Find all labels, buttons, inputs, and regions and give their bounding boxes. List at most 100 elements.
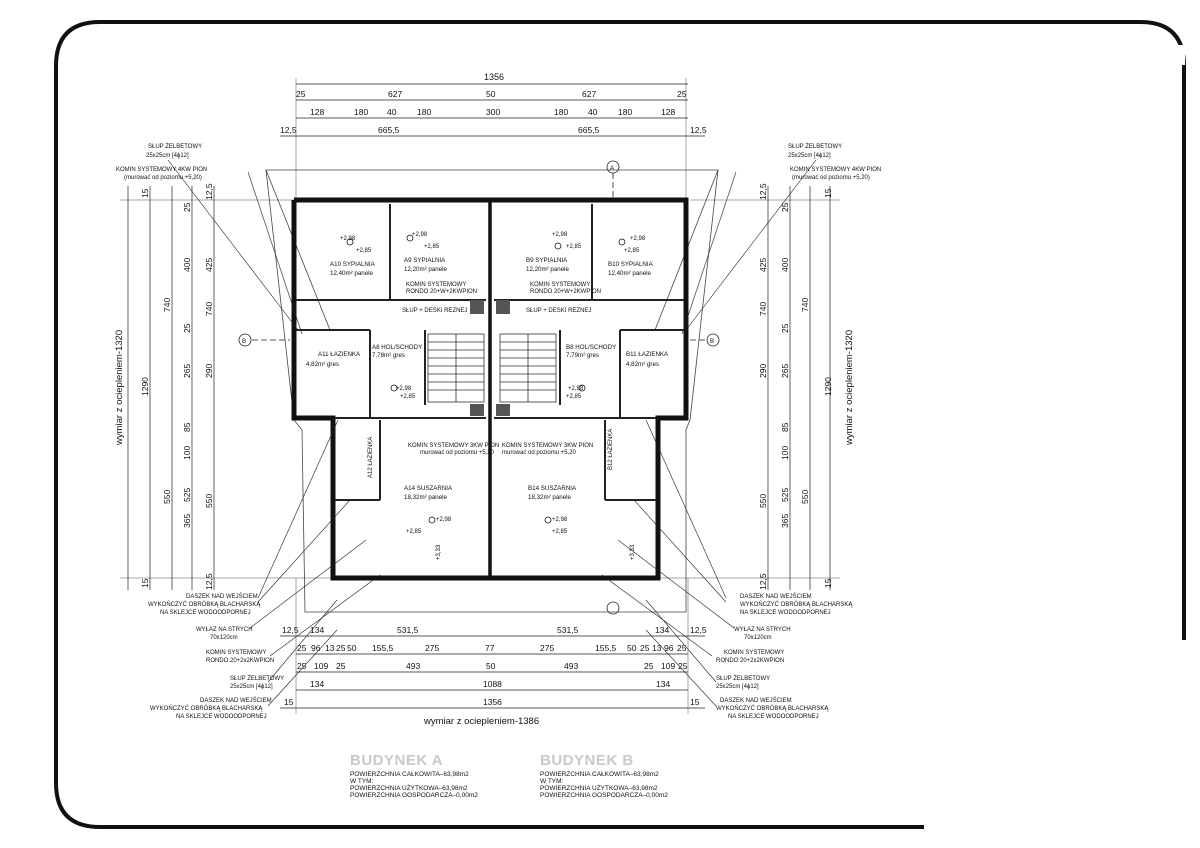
dim-right-outer-0: 15 [823, 188, 833, 198]
note-komin-tl-1: KOMIN SYSTEMOWY 4KW PION [116, 167, 207, 173]
dim-bot-r2-12: 13 [652, 643, 662, 653]
note-komin-tl-2: (murować od poziomu +5,20) [124, 175, 202, 181]
level-a8-285: +2,85 [400, 394, 416, 400]
room-b10-name: B10 SYPIALNIA [608, 261, 654, 268]
budynek-a-usable: POWIERZCHNIA UŻYTKOWA–63,98m2 [350, 783, 468, 792]
room-b11-name: B11 ŁAZIENKA [626, 351, 669, 358]
level-b10-285: +2,85 [624, 248, 640, 254]
note-slup-tl-1: SŁUP ŻELBETOWY [148, 143, 202, 150]
dim-bot-r4-1: 1088 [483, 679, 502, 689]
room-b12-name: B12 ŁAZIENKA [608, 429, 614, 470]
dim-left-mid-4: 550 [204, 494, 214, 508]
note-slup-tr-1: SŁUP ŻELBETOWY [788, 143, 842, 150]
dim-bot-r2-10: 50 [627, 643, 637, 653]
room-b11-area: 4,82m² gres [626, 361, 659, 368]
dim-left-outer-0: 15 [140, 188, 150, 198]
dim-right-mid-4: 550 [758, 494, 768, 508]
dim-bot-r2-11: 25 [640, 643, 650, 653]
komin-rondo-b-1: KOMIN SYSTEMOWY [530, 282, 590, 288]
note-wylaz-l-2: 70x120cm [210, 635, 238, 641]
dim-bot-r1-0: 12,5 [282, 625, 299, 635]
note-wylaz-r-2: 70x120cm [744, 635, 772, 641]
level-b14-285: +2,85 [552, 529, 568, 535]
dim-left-outer-3: 550 [162, 490, 172, 504]
section-marker-a-top: A [610, 165, 615, 172]
dim-right-mid-1: 425 [758, 258, 768, 272]
dim-top-r3-0: 12,5 [280, 125, 297, 135]
dim-top-r1-4: 25 [677, 89, 687, 99]
dim-left-mid-5: 525 [182, 488, 192, 502]
budynek-b-title: BUDYNEK B [540, 752, 634, 769]
room-b10-area: 12,40m² panele [608, 270, 652, 277]
note-slup-bl-2: 25x25cm [4ɸ12] [230, 684, 273, 690]
dim-left-inner-6: 365 [182, 514, 192, 528]
stairs-label-b: SŁUP + DESKI REZNEJ [526, 308, 591, 314]
dim-top-r3-1: 665,5 [378, 125, 400, 135]
dim-top-r1-1: 627 [388, 89, 402, 99]
note-komin-bl-2: RONDO 20+2x2KWPION [206, 658, 274, 664]
dim-bot-insulated: wymiar z ociepleniem-1386 [423, 716, 539, 727]
komin-3kw-b-1: KOMIN SYSTEMOWY 3KW PION [502, 443, 593, 449]
dim-bot-r2-2: 13 [325, 643, 335, 653]
komin-rondo-a-1: KOMIN SYSTEMOWY [406, 282, 466, 288]
room-a10-name: A10 SYPIALNIA [330, 261, 376, 268]
dim-top-r2-4: 300 [486, 107, 500, 117]
dim-left-inner-2: 25 [182, 323, 192, 333]
stairs-b [499, 333, 557, 403]
room-a9-area: 12,20m² panele [404, 266, 448, 273]
dim-right-mid-0: 12,5 [758, 183, 768, 200]
dim-bot-r3-1: 109 [314, 661, 328, 671]
dim-bot-r3-5: 493 [564, 661, 578, 671]
dim-bot-r5-2: 15 [690, 697, 700, 707]
dim-right-mid-2: 740 [758, 302, 768, 316]
room-a11-area: 4,82m² gres [306, 361, 339, 368]
dim-left-outer-1: 740 [162, 298, 172, 312]
dim-left-inner-4: 85 [182, 422, 192, 432]
note-wylaz-r-1: WYŁAZ NA STRYCH [734, 627, 791, 633]
dim-top-r1-3: 627 [582, 89, 596, 99]
level-b9-298: +2,98 [552, 232, 568, 238]
dim-left-mid-1: 425 [204, 258, 214, 272]
dim-left-insulated: wymiar z ociepleniem-1320 [114, 330, 125, 446]
level-a10-298: +2,98 [340, 236, 356, 242]
note-komin-br-2: RONDO 20+2x2KWPION [716, 658, 784, 664]
dim-right-inner-5: 100 [780, 446, 790, 460]
dim-right-inner-6: 365 [780, 514, 790, 528]
dim-left-inner-1: 400 [182, 258, 192, 272]
dim-top-r2-1: 180 [354, 107, 368, 117]
budynek-b-total: POWIERZCHNIA CAŁKOWITA–63,98m2 [540, 771, 659, 778]
level-a8-298: +2,98 [396, 386, 412, 392]
dim-bot-r2-6: 275 [425, 643, 439, 653]
dim-top-r3-2: 665,5 [578, 125, 600, 135]
room-a10-area: 12,40m² panele [330, 270, 374, 277]
level-a14-298: +2,98 [436, 517, 452, 523]
dim-lines-left [120, 186, 333, 590]
dim-bot-r3-2: 25 [336, 661, 346, 671]
sheet-gap [930, 45, 1185, 65]
outer-walls [291, 197, 689, 581]
dim-left-mid-6: 12,5 [204, 573, 214, 590]
level-marks [346, 234, 626, 524]
note-daszek-br-2: WYKOŃCZYĆ OBRÓBKĄ BLACHARSKĄ [740, 601, 853, 608]
dim-bot-r2-5: 155,5 [372, 643, 394, 653]
dim-top-overall: 1356 [484, 72, 504, 82]
komin-rondo-b-2: RONDO 20+W+2KWPION [530, 289, 601, 295]
dim-right-mid-5: 525 [780, 488, 790, 502]
dim-top-r1-2: 50 [486, 89, 496, 99]
dim-bot-r2-14: 25 [677, 643, 687, 653]
komin-3kw-a-2: murować od poziomu +5,20 [420, 450, 495, 456]
note-daszek-bl2-1: DASZEK NAD WEJŚCIEM [200, 696, 272, 704]
dim-right-insulated: wymiar z ociepleniem-1320 [844, 330, 855, 446]
note-komin-tr-2: (murować od poziomu +5,20) [792, 175, 870, 181]
dim-bot-r1-2: 531,5 [397, 625, 419, 635]
budynek-a-utility: POWIERZCHNIA GOSPODARCZA–0,00m2 [350, 792, 478, 799]
dim-right-outer-2: 1290 [823, 377, 833, 396]
dim-bot-r2-7: 77 [485, 643, 495, 653]
dim-right-inner-4: 85 [780, 422, 790, 432]
dim-left-outer-4: 15 [140, 578, 150, 588]
note-daszek-bl2-2: WYKOŃCZYĆ OBRÓBKĄ BLACHARSKĄ [150, 705, 263, 712]
dim-bot-r2-13: 96 [664, 643, 674, 653]
dim-left-inner-5: 100 [182, 446, 192, 460]
note-daszek-br-1: DASZEK NAD WEJŚCIEM [740, 592, 812, 600]
